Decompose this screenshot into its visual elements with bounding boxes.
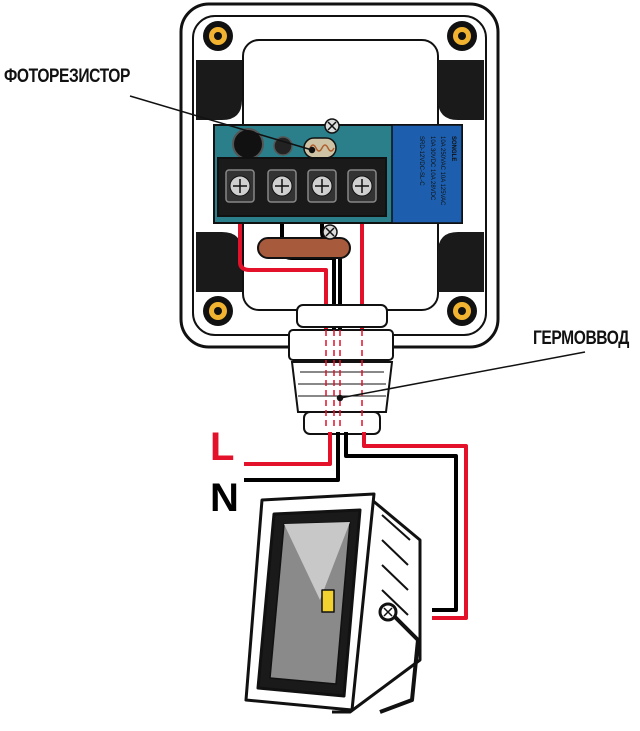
relay-model: SRD-12VDC-SL-C (418, 136, 424, 186)
relay-board: SONGLE 10A 250VAC 10A 125VAC 10A 30VDC 1… (213, 118, 463, 240)
relay-rating-1: 10A 250VAC 10A 125VAC (439, 136, 445, 206)
terminal-block (217, 157, 387, 217)
relay-module: SONGLE 10A 250VAC 10A 125VAC 10A 30VDC 1… (391, 124, 463, 224)
leader-lines (129, 95, 586, 402)
cable-gland-label: ГЕРМОВВОД (533, 328, 629, 349)
terminal-screw-icon (225, 169, 255, 203)
led-floodlight-icon (244, 492, 422, 714)
terminal-screw-icon (267, 169, 297, 203)
corner-screw-icon (447, 296, 477, 326)
board-screw-icon (322, 224, 338, 240)
led (273, 136, 293, 156)
cable-gland (288, 304, 394, 435)
terminal-screw-icon (307, 169, 337, 203)
line-label: L (210, 425, 234, 469)
relay-rating-2: 10A 30VDC 10A 28VDC (429, 136, 435, 201)
corner-screw-icon (447, 21, 477, 51)
neutral-label: N (210, 476, 239, 520)
brown-resistor (257, 237, 351, 259)
relay-brand: SONGLE (450, 136, 456, 161)
board-screw-icon (324, 118, 340, 134)
terminal-screw-icon (347, 169, 377, 203)
photoresistor-label: ФОТОРЕЗИСТОР (4, 66, 130, 87)
photoresistor-icon (303, 137, 337, 159)
external-wires (244, 432, 468, 620)
corner-screw-icon (203, 21, 233, 51)
led-chip (321, 589, 335, 613)
corner-screw-icon (203, 296, 233, 326)
